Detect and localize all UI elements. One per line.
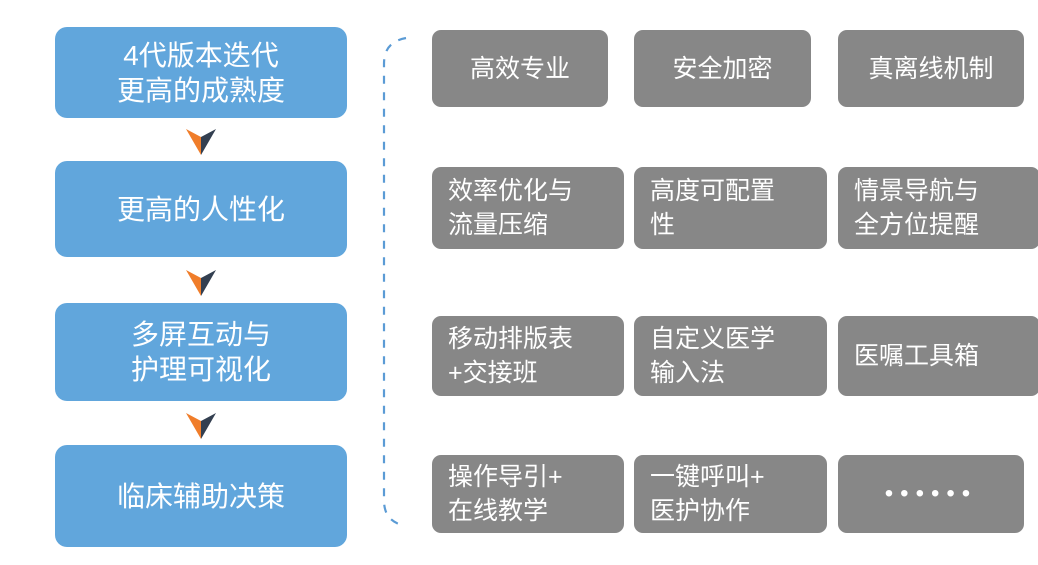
down-arrow-icon xyxy=(183,413,219,439)
feature-label: 医嘱工具箱 xyxy=(854,342,980,370)
feature-cell: 操作导引+ 在线教学 xyxy=(432,455,624,533)
feature-cell: 效率优化与 流量压缩 xyxy=(432,167,624,249)
feature-cell: 一键呼叫+ 医护协作 xyxy=(634,455,827,533)
feature-label: 高效专业 xyxy=(469,54,570,83)
brace-connector xyxy=(382,36,407,528)
stage-box-1: 4代版本迭代 更高的成熟度 xyxy=(55,27,347,118)
feature-cell: 安全加密 xyxy=(634,30,811,107)
feature-label: 效率优化与 流量压缩 xyxy=(448,177,574,239)
feature-cell: 移动排版表 +交接班 xyxy=(432,316,624,396)
feature-cell: 自定义医学 输入法 xyxy=(634,316,827,396)
feature-cell: 情景导航与 全方位提醒 xyxy=(838,167,1038,249)
feature-cell: 真离线机制 xyxy=(838,30,1024,107)
stage-box-2: 更高的人性化 xyxy=(55,161,347,257)
down-arrow-icon xyxy=(183,270,219,296)
feature-cell: 高度可配置 性 xyxy=(634,167,827,249)
feature-cell: 医嘱工具箱 xyxy=(838,316,1038,396)
ellipsis-dots: •••••• xyxy=(884,480,978,507)
feature-label: 移动排版表 +交接班 xyxy=(448,325,574,387)
feature-label: 操作导引+ 在线教学 xyxy=(448,463,563,525)
stage-box-3: 多屏互动与 护理可视化 xyxy=(55,303,347,401)
stage-box-4: 临床辅助决策 xyxy=(55,445,347,547)
feature-cell: 高效专业 xyxy=(432,30,608,107)
stage-label: 临床辅助决策 xyxy=(116,480,285,512)
feature-cell-more: •••••• xyxy=(838,455,1024,533)
feature-label: 自定义医学 输入法 xyxy=(650,325,776,387)
stage-label: 更高的人性化 xyxy=(116,193,285,225)
stage-label: 4代版本迭代 更高的成熟度 xyxy=(116,39,285,106)
feature-label: 情景导航与 全方位提醒 xyxy=(854,177,980,239)
feature-label: 安全加密 xyxy=(672,54,773,83)
feature-label: 真离线机制 xyxy=(868,54,994,83)
down-arrow-icon xyxy=(183,129,219,155)
feature-label: 一键呼叫+ 医护协作 xyxy=(650,463,765,525)
stage-label: 多屏互动与 护理可视化 xyxy=(130,319,271,385)
feature-label: 高度可配置 性 xyxy=(650,177,776,239)
